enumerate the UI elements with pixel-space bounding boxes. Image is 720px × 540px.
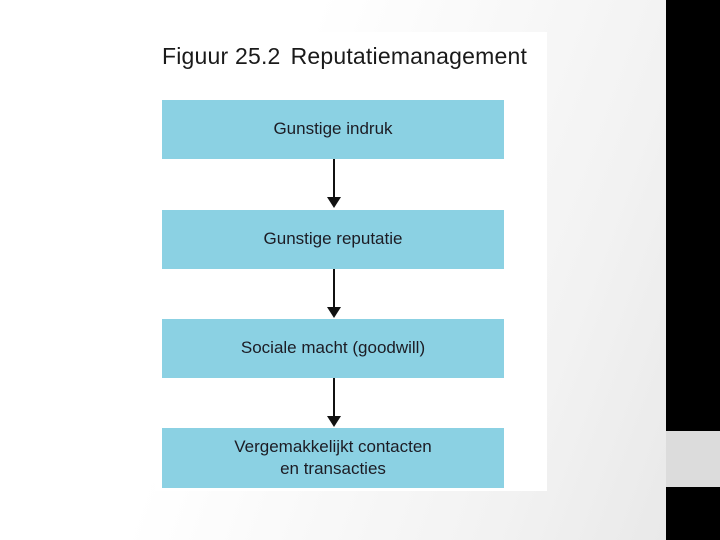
flow-box-vergemakkelijkt-contacten: Vergemakkelijkt contacten en transacties <box>162 428 504 488</box>
down-arrow-icon <box>327 378 341 427</box>
flow-box-sociale-macht: Sociale macht (goodwill) <box>162 319 504 378</box>
arrow-head <box>327 307 341 318</box>
arrow-head <box>327 416 341 427</box>
flow-box-gunstige-reputatie: Gunstige reputatie <box>162 210 504 269</box>
arrow-head <box>327 197 341 208</box>
figure-title: Figuur 25.2 Reputatiemanagement <box>162 41 546 71</box>
arrow-shaft <box>333 378 335 417</box>
scrollbar-track[interactable] <box>666 0 720 540</box>
down-arrow-icon <box>327 159 341 208</box>
figure-title-text: Reputatiemanagement <box>290 43 528 69</box>
arrow-shaft <box>333 269 335 308</box>
flow-box-label: Gunstige reputatie <box>263 229 403 249</box>
scrollbar-thumb[interactable] <box>666 431 720 487</box>
flow-box-gunstige-indruk: Gunstige indruk <box>162 100 504 159</box>
figure-number-label: Figuur 25.2 <box>162 43 281 69</box>
flow-box-label: Gunstige indruk <box>273 119 393 139</box>
flow-box-label: Sociale macht (goodwill) <box>240 338 426 358</box>
flow-box-label: Vergemakkelijkt contacten en transacties <box>234 436 432 478</box>
down-arrow-icon <box>327 269 341 318</box>
arrow-shaft <box>333 159 335 198</box>
